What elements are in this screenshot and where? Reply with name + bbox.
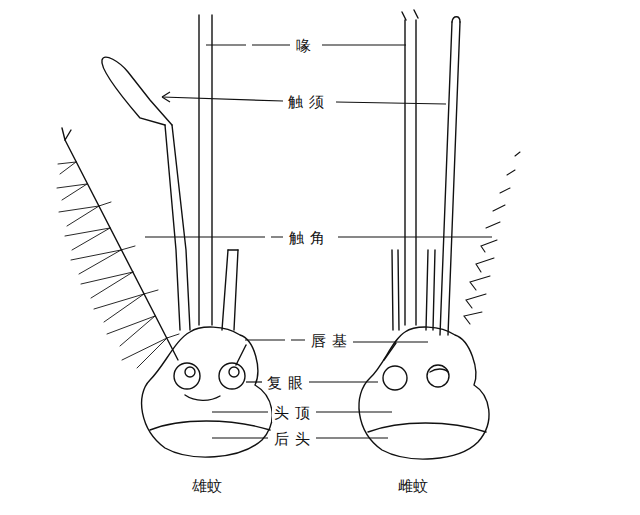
part-label: 后头 [272, 431, 316, 448]
part-label: 头顶 [272, 405, 316, 422]
male-head [142, 327, 273, 457]
part-label: 触须 [286, 94, 330, 111]
leader-lines [145, 45, 492, 438]
female-head [359, 327, 489, 459]
figure-caption: 雌蚊 [396, 478, 428, 495]
part-label: 触角 [287, 230, 331, 247]
part-label: 喙 [294, 38, 317, 55]
part-label: 复眼 [265, 375, 309, 392]
part-label: 唇基 [309, 333, 353, 350]
figure-caption: 雄蚊 [190, 478, 222, 495]
